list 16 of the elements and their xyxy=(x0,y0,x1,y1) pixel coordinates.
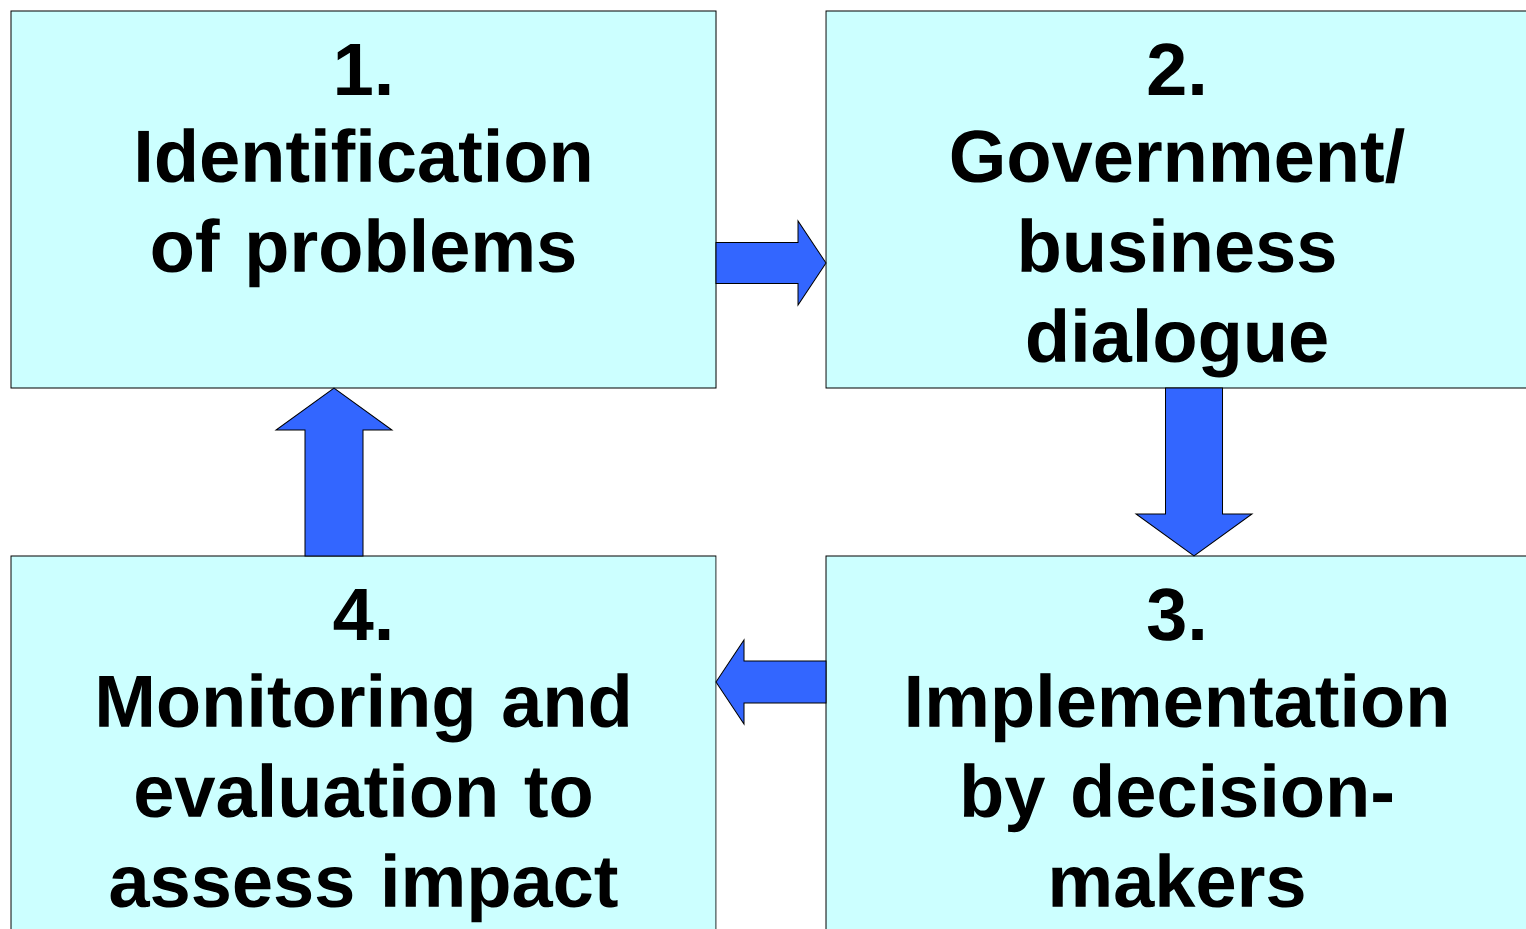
step-number: 2. xyxy=(1148,43,1203,95)
block-arrow xyxy=(1135,387,1253,557)
step-text: Identification of problems xyxy=(138,128,590,288)
block-arrow xyxy=(715,639,827,725)
block-arrow xyxy=(275,387,393,557)
step-text: Implementation by decision-makers xyxy=(908,673,1446,908)
step-text: Government/ business dialogue xyxy=(951,128,1405,378)
process-box xyxy=(825,555,1526,929)
step-number: 4. xyxy=(333,589,390,640)
step-number: 1. xyxy=(337,44,390,95)
process-box xyxy=(10,10,717,389)
step-text: Monitoring and evaluation to assess impact xyxy=(99,673,628,923)
process-box xyxy=(10,555,717,929)
process-box xyxy=(825,10,1526,389)
block-arrow xyxy=(715,220,827,306)
step-number: 3. xyxy=(1147,588,1203,641)
